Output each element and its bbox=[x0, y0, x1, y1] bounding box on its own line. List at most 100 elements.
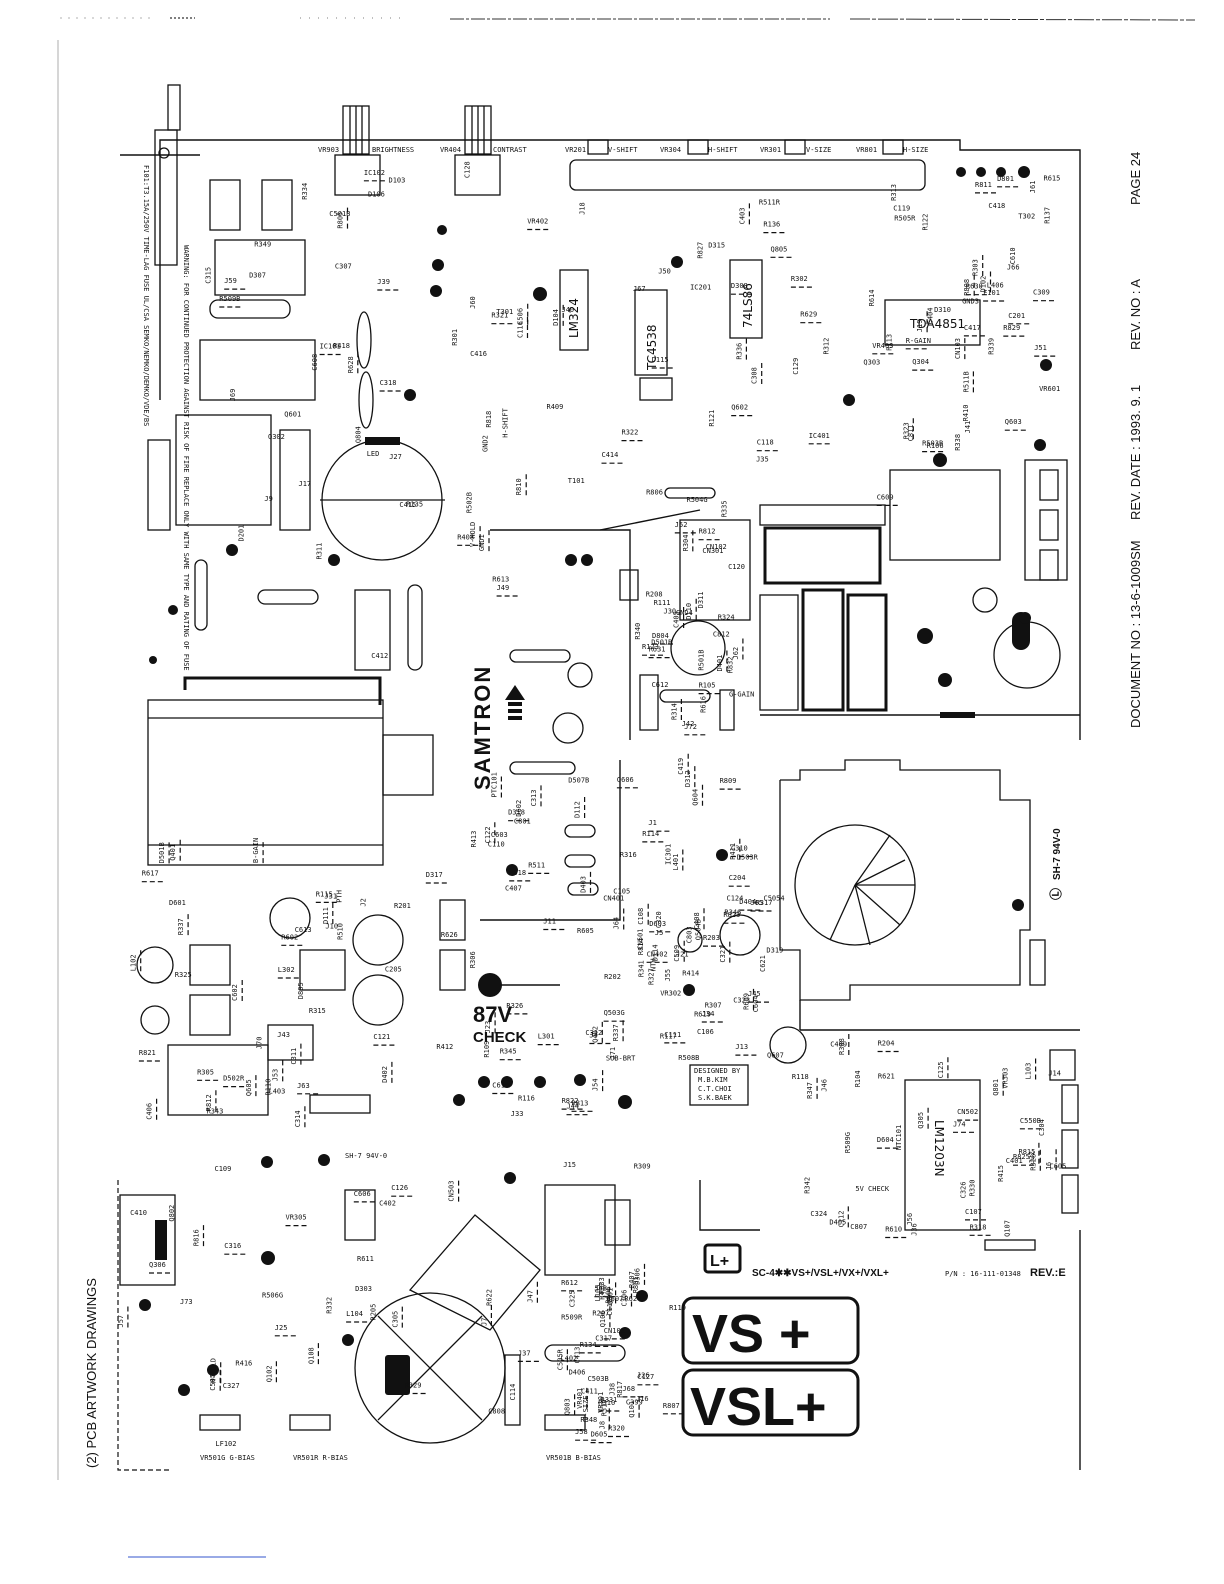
component-ref: D306 bbox=[634, 1268, 642, 1285]
component-ref: R111 bbox=[654, 599, 671, 607]
variant-vsl-plus: VSL+ bbox=[690, 1377, 827, 1437]
component-ref: D317 bbox=[426, 871, 443, 879]
component-ref: D403 bbox=[580, 876, 588, 893]
component-ref: J39 bbox=[377, 278, 390, 286]
component-ref: J6 bbox=[1045, 1162, 1053, 1170]
component-ref: D606 bbox=[605, 1287, 613, 1304]
component-ref: C613 bbox=[295, 926, 312, 934]
component-ref: R810 bbox=[515, 478, 523, 495]
component-ref: CN402 bbox=[647, 950, 668, 958]
component-ref: J21 bbox=[676, 950, 689, 958]
component-ref: Q108 bbox=[307, 1347, 315, 1364]
component-ref: R301 bbox=[451, 329, 459, 346]
component-ref: R346 bbox=[724, 908, 741, 916]
component-ref: J36 bbox=[911, 1223, 919, 1236]
component-ref: D507B bbox=[568, 777, 589, 785]
component-ref: R807 bbox=[663, 1402, 680, 1410]
component-ref: R315 bbox=[309, 1007, 326, 1015]
component-ref: L403 bbox=[269, 1087, 286, 1095]
component-ref: J67 bbox=[633, 285, 646, 293]
component-ref: C305 bbox=[391, 1311, 399, 1328]
component-ref: 5V CHECK bbox=[855, 1185, 890, 1193]
component-ref: C327 bbox=[223, 1382, 240, 1390]
component-ref: J18 bbox=[579, 202, 587, 215]
component-ref: C803 bbox=[686, 926, 694, 943]
component-ref: D312 bbox=[684, 770, 692, 787]
component-ref: C407 bbox=[505, 884, 522, 892]
component-ref: R319 bbox=[601, 1399, 609, 1416]
component-ref: R208 bbox=[646, 590, 663, 598]
component-ref: R339 bbox=[988, 338, 996, 355]
component-ref: D401 bbox=[716, 655, 724, 672]
component-ref: L102 bbox=[130, 954, 138, 971]
component-ref: CN502 bbox=[957, 1108, 978, 1116]
component-ref: R621 bbox=[878, 1072, 895, 1080]
component-ref: R205 bbox=[370, 1304, 378, 1321]
vr-b-bias: VR501B B-BIAS bbox=[546, 1454, 601, 1462]
component-ref: C413 bbox=[573, 1347, 581, 1364]
designer-1: M.B.KIM bbox=[698, 1076, 728, 1084]
component-ref: R615 bbox=[1044, 175, 1061, 183]
component-ref: R511B bbox=[962, 371, 970, 392]
component-ref: R309 bbox=[634, 1162, 651, 1170]
component-ref: J45 bbox=[748, 990, 761, 998]
component-ref: VR401 bbox=[576, 1388, 584, 1409]
model-line: L+ SC-4✱✱VS+/VSL+/VX+/VXL+ P/N : 16-111-… bbox=[703, 1243, 1066, 1279]
big-variant-labels: VS + VSL+ bbox=[681, 1296, 860, 1437]
component-ref: D805 bbox=[297, 982, 305, 999]
component-ref: R618 bbox=[509, 869, 526, 877]
ul-rating-small: SH-7 94V-0 bbox=[345, 1152, 387, 1160]
component-ref: VR402 bbox=[527, 218, 548, 226]
component-ref: R317 bbox=[756, 899, 773, 907]
component-ref: D307 bbox=[249, 271, 266, 279]
component-ref: R511 bbox=[528, 861, 545, 869]
component-ref: Q504B bbox=[694, 919, 702, 940]
warning-text: WARNING: FOR CONTINUED PROTECTION AGAINS… bbox=[182, 245, 190, 671]
component-ref: C416 bbox=[470, 350, 487, 358]
component-ref: R307 bbox=[705, 1002, 722, 1010]
component-ref: IC301 bbox=[665, 844, 673, 865]
section-title: (2) PCB ARTWORK DRAWINGS bbox=[84, 1278, 99, 1468]
component-ref: R332 bbox=[325, 1297, 333, 1314]
component-ref: R333 bbox=[598, 1277, 606, 1294]
component-ref: NTC101 bbox=[895, 1125, 903, 1150]
component-ref: C126 bbox=[391, 1184, 408, 1192]
component-ref: D603 bbox=[649, 920, 666, 928]
component-ref: C325 bbox=[569, 1290, 577, 1307]
component-ref: D801 bbox=[997, 175, 1014, 183]
control-ref-vr801: VR801 bbox=[856, 146, 877, 154]
component-ref: J47 bbox=[526, 1290, 534, 1303]
component-ref: C404 bbox=[927, 308, 935, 325]
component-ref: Q601 bbox=[284, 410, 301, 418]
component-ref: J31 bbox=[324, 893, 337, 901]
component-ref: R630 bbox=[966, 283, 983, 291]
component-ref: Q503G bbox=[604, 1009, 625, 1017]
component-ref: R818 bbox=[485, 411, 493, 428]
component-ref: C106 bbox=[697, 1028, 714, 1036]
component-ref: PTH bbox=[336, 890, 344, 903]
component-ref: R322 bbox=[622, 429, 639, 437]
component-ref: R135 bbox=[406, 501, 423, 509]
component-ref: D501R bbox=[651, 639, 673, 647]
ic-label-lm324: LM324 bbox=[567, 298, 581, 338]
component-ref: C121 bbox=[373, 1033, 390, 1041]
component-ref: C621 bbox=[759, 955, 767, 972]
component-ref: J22 bbox=[1028, 1151, 1036, 1164]
component-ref: C808 bbox=[488, 1408, 505, 1416]
component-ref: R619 bbox=[694, 1010, 711, 1018]
component-ref: R417 bbox=[598, 1283, 606, 1300]
component-ref: D402 bbox=[381, 1066, 389, 1083]
component-ref: R314 bbox=[670, 703, 678, 720]
component-ref: J73 bbox=[180, 1298, 193, 1306]
component-ref: R110 bbox=[265, 1079, 273, 1096]
component-ref: J51 bbox=[1034, 344, 1047, 352]
component-ref: D103 bbox=[389, 176, 406, 184]
component-ref: R410 bbox=[962, 405, 970, 422]
component-ref: R347 bbox=[806, 1082, 814, 1099]
component-ref: R348 bbox=[580, 1416, 597, 1424]
component-ref: D605 bbox=[591, 1431, 608, 1439]
component-ref: R610 bbox=[885, 1226, 902, 1234]
component-ref: L402 bbox=[560, 1355, 577, 1363]
component-ref: R105 bbox=[699, 682, 716, 690]
component-ref: D318 bbox=[508, 809, 525, 817]
